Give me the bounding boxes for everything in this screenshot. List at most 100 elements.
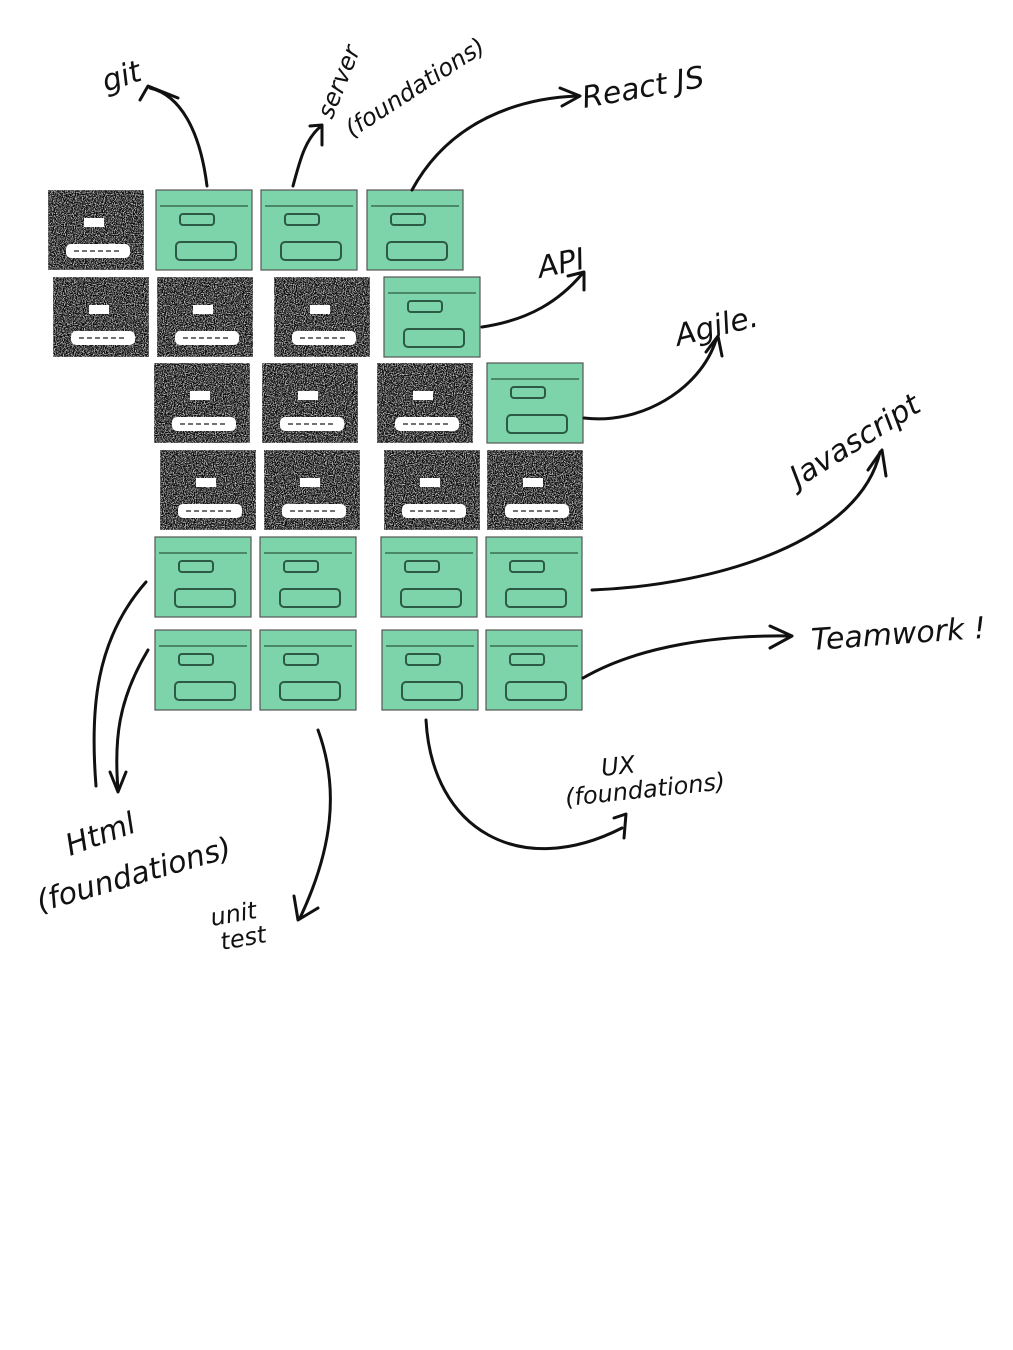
tile-background xyxy=(259,629,357,711)
drawer-handle-large xyxy=(279,588,341,608)
drawer-handle-small xyxy=(190,391,210,400)
label-ux-sub: (foundations) xyxy=(564,767,727,812)
drawer-handle-large xyxy=(175,241,237,261)
tile-background xyxy=(485,629,583,711)
arrow-react xyxy=(410,94,580,192)
arrow-html-2 xyxy=(115,648,150,792)
skill-tile-r5c1 xyxy=(154,536,252,618)
drawer-handle-small xyxy=(407,300,443,313)
arrow-api xyxy=(480,272,584,329)
skill-tile-r2c4 xyxy=(383,276,481,358)
drawer-handle-small xyxy=(298,391,318,400)
skill-tile-r6c2 xyxy=(259,629,357,711)
drawer-handle-small xyxy=(405,653,441,666)
arrow-ux xyxy=(424,718,624,851)
drawer-handle-large xyxy=(386,241,448,261)
drawer-handle-small xyxy=(404,560,440,573)
skill-tile-r3c1 xyxy=(153,362,251,444)
drawer-handle-small xyxy=(510,386,546,399)
label-html: Html xyxy=(61,806,141,864)
drawer-handle-large xyxy=(400,588,462,608)
tile-background xyxy=(155,189,253,271)
arrowhead-git xyxy=(138,84,180,102)
skill-tile-r4c2 xyxy=(263,449,361,531)
skill-tile-r5c3 xyxy=(380,536,478,618)
skill-tile-r2c1 xyxy=(52,276,150,358)
skill-tile-r3c3 xyxy=(376,362,474,444)
drawer-handle-large xyxy=(506,414,568,434)
skill-tile-grid xyxy=(47,189,584,711)
drawer-handle-small xyxy=(84,218,104,227)
drawer-handle-small xyxy=(179,213,215,226)
skill-tile-r6c3 xyxy=(381,629,479,711)
drawer-handle-small xyxy=(283,653,319,666)
drawer-handle-large xyxy=(403,328,465,348)
arrowhead-ux xyxy=(612,812,628,840)
label-react: React JS xyxy=(579,60,707,116)
label-ux: UX xyxy=(600,751,637,782)
arrow-teamwork xyxy=(581,634,792,680)
arrow-unit-test xyxy=(298,728,332,920)
tile-background xyxy=(380,536,478,618)
tile-background xyxy=(259,536,357,618)
drawer-handle-large xyxy=(401,681,463,701)
skill-tile-r2c2 xyxy=(156,276,254,358)
skill-tile-r5c4 xyxy=(485,536,583,618)
drawer-handle-small xyxy=(283,560,319,573)
arrowhead-teamwork xyxy=(768,624,794,650)
arrowhead-unit-test xyxy=(292,894,320,922)
arrow-agile xyxy=(582,338,718,421)
tile-background xyxy=(381,629,479,711)
tile-background xyxy=(383,276,481,358)
drawer-handle-large xyxy=(280,241,342,261)
drawer-handle-small xyxy=(509,560,545,573)
drawer-handle-small xyxy=(178,560,214,573)
tile-background xyxy=(154,536,252,618)
arrowhead-react xyxy=(558,86,582,108)
tile-background xyxy=(154,629,252,711)
drawer-handle-small xyxy=(413,391,433,400)
skill-tile-r3c4 xyxy=(486,362,584,444)
tile-background xyxy=(486,362,584,444)
arrow-html-1 xyxy=(92,580,148,788)
skill-tile-r1c4 xyxy=(366,189,464,271)
label-teamwork: Teamwork ! xyxy=(810,611,987,658)
drawer-handle-large xyxy=(174,681,236,701)
skill-tile-r4c3 xyxy=(383,449,481,531)
arrow-git xyxy=(148,86,209,188)
arrowhead-html xyxy=(108,770,128,794)
arrowhead-javascript xyxy=(866,448,888,478)
drawer-handle-small xyxy=(193,305,213,314)
label-javascript: Javascript xyxy=(779,387,927,498)
drawer-handle-small xyxy=(89,305,109,314)
skill-tile-r2c3 xyxy=(273,276,371,358)
connector-arrows xyxy=(92,84,888,922)
skill-tile-r4c1 xyxy=(159,449,257,531)
skill-tile-r3c2 xyxy=(261,362,359,444)
skill-tile-r1c1 xyxy=(47,189,145,271)
label-git: git xyxy=(98,54,147,100)
drawer-handle-large xyxy=(174,588,236,608)
drawer-handle-small xyxy=(420,478,440,487)
drawer-handle-large xyxy=(279,681,341,701)
label-html-sub: (foundations) xyxy=(33,831,236,920)
drawer-handle-large xyxy=(505,681,567,701)
drawer-handle-small xyxy=(310,305,330,314)
skill-tile-r4c4 xyxy=(486,449,584,531)
arrow-server xyxy=(291,125,322,188)
drawer-handle-small xyxy=(509,653,545,666)
skill-tile-r1c3 xyxy=(260,189,358,271)
drawer-handle-small xyxy=(178,653,214,666)
label-server-sub: (foundations) xyxy=(340,32,490,143)
tile-background xyxy=(485,536,583,618)
tile-background xyxy=(260,189,358,271)
drawer-handle-small xyxy=(196,478,216,487)
label-agile: Agile. xyxy=(670,299,762,354)
drawer-handle-large xyxy=(505,588,567,608)
tile-background xyxy=(366,189,464,271)
skill-tile-r1c2 xyxy=(155,189,253,271)
arrow-javascript xyxy=(590,450,882,592)
arrowhead-server xyxy=(308,123,324,147)
drawer-handle-small xyxy=(284,213,320,226)
